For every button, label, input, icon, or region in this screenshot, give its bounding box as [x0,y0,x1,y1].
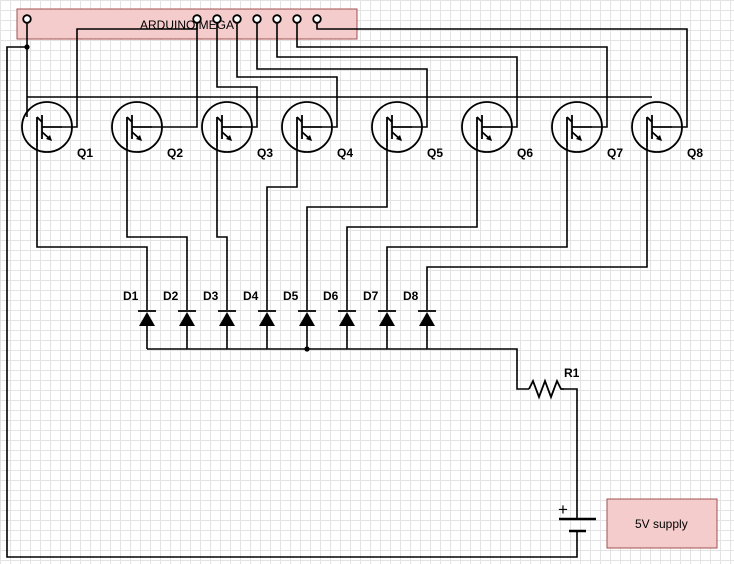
transistor-label: Q8 [687,146,703,160]
wire-pin3-q3 [216,19,258,97]
diode-label: D1 [123,289,139,303]
wire-ground-return [6,46,578,558]
wire-q7-d7 [386,147,568,310]
junction-dot [304,346,310,352]
wire-tap-q1 [62,97,78,128]
wire-tap-q2 [152,19,198,128]
arduino-pin [22,14,32,24]
arduino-pin [192,14,202,24]
transistor-q8: Q8 [631,101,703,160]
arduino-pin [232,14,242,24]
transistor-label: Q3 [257,146,273,160]
diode-label: D7 [363,289,379,303]
wire-pin6-q6 [276,19,518,97]
wire-pin4-q4 [236,19,338,97]
wire-diode-drops [146,326,428,349]
arduino-pin [212,14,222,24]
wire-tap-q4 [322,97,338,128]
transistor-label: Q2 [167,146,183,160]
supply-label: 5V supply [635,517,688,531]
wire-tap-q7 [592,97,608,128]
diode-label: D6 [323,289,339,303]
wire-q3-d3 [216,147,228,310]
wire-tap-q6 [502,97,518,128]
transistor-label: Q4 [337,146,353,160]
resistor-r1: R1 [528,366,580,400]
transistor-label: Q7 [607,146,623,160]
arduino-mega-block: ARDUINO MEGA [16,8,358,40]
wire-tap-q5 [412,97,428,128]
battery: + [558,500,596,533]
wire-q1-d1 [36,147,148,310]
diode-d2: D2 [163,289,196,326]
diode-d6: D6 [323,289,356,326]
diode-d8: D8 [403,289,436,326]
junction-dot [24,44,30,50]
arduino-body [16,8,358,40]
diode-d5: D5 [283,289,316,326]
supply-body [606,498,718,549]
wire-q5-d5 [306,147,388,310]
wire-q2-d2 [126,147,188,310]
transistor-q7: Q7 [551,101,623,160]
resistor-label: R1 [564,366,580,380]
supply-block: 5V supply [606,498,718,549]
diode-label: D2 [163,289,179,303]
transistor-q5: Q5 [371,101,443,160]
diode-d3: D3 [203,289,236,326]
transistor-label: Q5 [427,146,443,160]
wire-r1-battery [564,388,578,519]
transistor-label: Q1 [77,146,93,160]
diode-label: D8 [403,289,419,303]
diode-d7: D7 [363,289,396,326]
diode-label: D3 [203,289,219,303]
wire-pin7-q7 [296,19,608,97]
wire-diode-bus [147,348,529,390]
wire-q4-d4 [266,147,298,310]
diode-label: D4 [243,289,259,303]
transistor-q4: Q4 [281,101,353,160]
arduino-pin [272,14,282,24]
diode-d4: D4 [243,289,276,326]
wire-q8-d8 [426,147,648,310]
transistor-label: Q6 [517,146,533,160]
transistor-q2: Q2 [111,101,183,160]
wires [6,19,688,558]
transistor-q6: Q6 [461,101,533,160]
battery-plus-sign: + [558,500,568,519]
diode-label: D5 [283,289,299,303]
arduino-pins [22,14,322,24]
arduino-pin [292,14,302,24]
transistor-q3: Q3 [201,101,273,160]
wire-pin8-q8 [316,19,688,128]
wire-pin5-q5 [256,19,428,97]
arduino-pin [312,14,322,24]
wire-tap-q3 [242,97,258,128]
transistor-q1: Q1 [21,101,93,160]
diode-d1: D1 [123,289,156,326]
arduino-pin [252,14,262,24]
wire-q6-d6 [346,147,478,310]
